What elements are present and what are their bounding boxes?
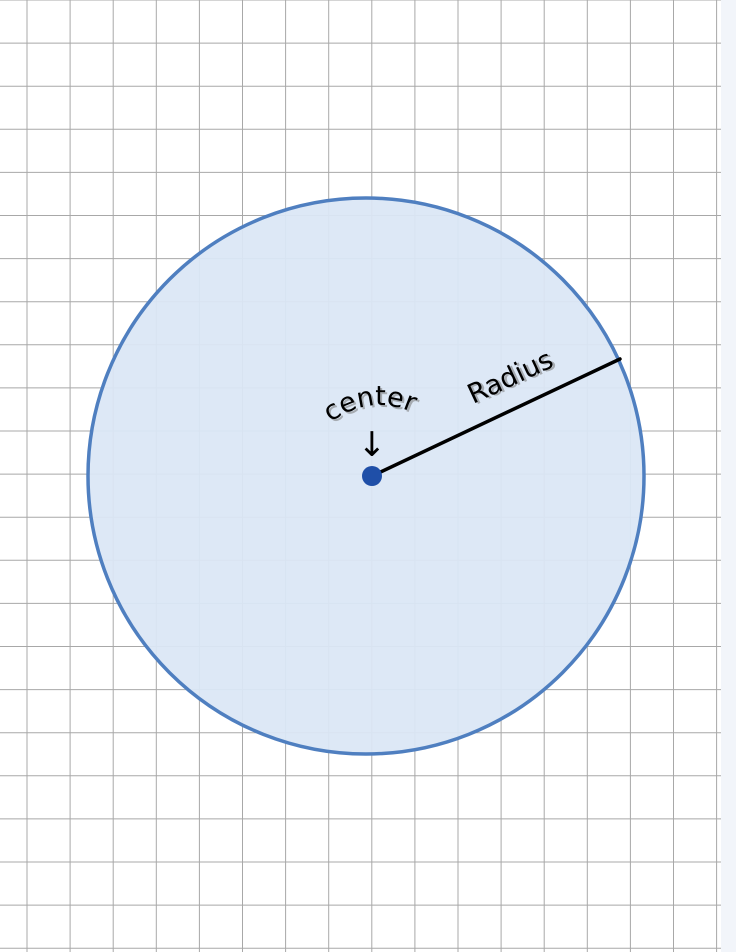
center-point [362,466,382,486]
radius-line [370,357,622,478]
down-arrow-icon: ↓ [358,425,387,465]
right-edge-strip [721,0,736,952]
